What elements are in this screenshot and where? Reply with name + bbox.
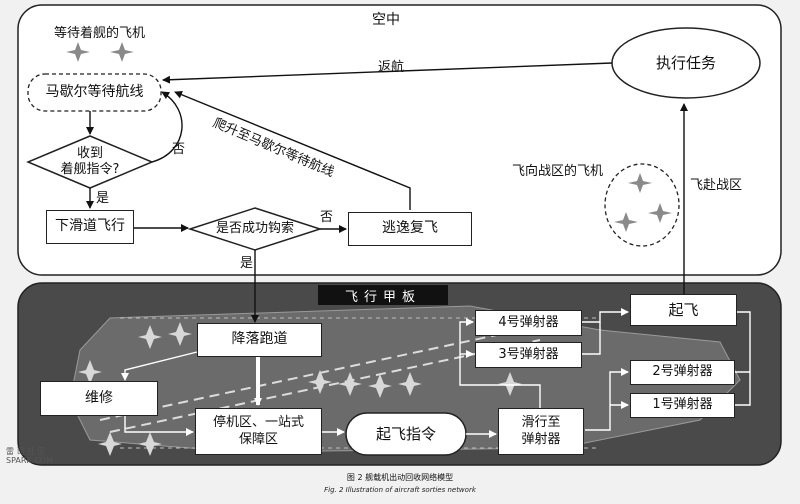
- decision-hook-node: 是否成功钩索: [215, 220, 294, 236]
- catapult-3-node: 3号弹射器: [475, 342, 582, 368]
- takeoff-node: 起飞: [630, 294, 737, 326]
- landing-runway-node: 降落跑道: [197, 323, 322, 357]
- waiting-aircraft-icons: [66, 42, 134, 62]
- decision-hook-no-label: 否: [320, 210, 334, 225]
- landing-deck-lines: [99, 329, 541, 433]
- catapult-4-node: 4号弹射器: [475, 310, 582, 336]
- holding-pattern-shape: [27, 73, 162, 112]
- mission-node: 执行任务: [655, 53, 716, 72]
- deck-region-title: 飞行甲板: [318, 285, 448, 305]
- deck-arrows: [121, 103, 751, 438]
- fly-to-zone-label: 飞赴战区: [690, 178, 743, 193]
- catapult-2-node: 2号弹射器: [630, 360, 735, 385]
- taxi-to-catapult-node: 滑行至 弹射器: [498, 408, 584, 455]
- catapult-1-node: 1号弹射器: [630, 393, 735, 418]
- decision-landing-order-yes-label: 是: [96, 191, 110, 206]
- launch-order-node: 起飞指令: [375, 424, 436, 443]
- watermark-logo: 雷 司 社 区 SPARK.COM: [6, 447, 53, 465]
- maintenance-node: 维修: [40, 381, 158, 416]
- decision-hook-yes-label: 是: [240, 256, 254, 271]
- decision-landing-order-no-label: 否: [172, 142, 186, 157]
- decision-landing-order-node: 收到 着舰指令?: [60, 145, 120, 177]
- figure-caption-en: Fig. 2 Illustration of aircraft sorties …: [324, 486, 476, 494]
- air-arrows: [86, 62, 613, 323]
- combat-aircraft-group: [604, 163, 680, 247]
- combat-aircraft-label: 飞向战区的飞机: [512, 164, 604, 179]
- parking-support-node: 停机区、一站式 保障区: [195, 408, 322, 455]
- figure-caption-zh: 图 2 舰载机出动回收网络模型: [346, 473, 454, 482]
- return-label: 返航: [378, 60, 405, 75]
- glide-path-node: 下滑道飞行: [46, 210, 134, 244]
- waiting-aircraft-label: 等待着舰的飞机: [54, 26, 146, 41]
- bolter-node: 逃逸复飞: [348, 212, 472, 246]
- air-region-title: 空中: [372, 12, 400, 28]
- deck-aircraft-icons: [78, 322, 522, 456]
- holding-pattern-node: 马歇尔等待航线: [45, 83, 144, 100]
- combat-aircraft-icons: [614, 173, 672, 232]
- air-region-frame: [17, 4, 782, 276]
